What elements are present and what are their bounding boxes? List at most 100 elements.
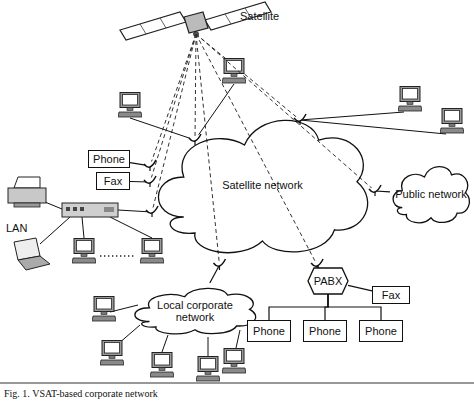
- laptop-icon: [14, 238, 50, 270]
- node-text: Satellite network: [222, 179, 303, 191]
- pabx-hexagon: PABX: [308, 268, 348, 294]
- dish-antenna: [144, 176, 156, 187]
- node-text: PABX: [314, 275, 343, 287]
- hexagon-shape: [308, 268, 348, 294]
- dish-reflector: [146, 206, 158, 213]
- figure-caption: Fig. 1. VSAT-based corporate network: [4, 388, 158, 399]
- satellite-link: [196, 34, 375, 191]
- cloud-shape: [158, 120, 367, 252]
- phone-box: Phone: [303, 320, 347, 342]
- dish-stand: [194, 141, 195, 145]
- network-cloud: Public network: [390, 160, 472, 228]
- panel-grid: [160, 18, 166, 28]
- cloud-shape: [135, 288, 256, 333]
- connector-line: [210, 265, 220, 283]
- dish-reflector: [189, 134, 201, 141]
- solar-panel: [120, 12, 186, 40]
- wire: [195, 84, 234, 140]
- fax-box: Fax: [96, 172, 130, 190]
- switch-port: [80, 207, 84, 211]
- node-text: Phone: [253, 325, 285, 337]
- dish-reflector: [369, 185, 381, 192]
- satellite-link: [150, 34, 196, 166]
- wire: [208, 337, 209, 356]
- printer-body: [8, 188, 46, 203]
- printer-icon: [8, 177, 46, 207]
- dish-reflector: [144, 176, 156, 183]
- dish-reflector: [144, 160, 156, 167]
- computer-icon: [222, 349, 246, 374]
- wire: [82, 217, 84, 238]
- panel-grid: [225, 14, 231, 24]
- satellite-link: [150, 34, 196, 182]
- fax-box: Fax: [372, 286, 410, 304]
- computer-icon: [398, 87, 422, 112]
- dish-antenna: [369, 185, 381, 196]
- node-text: Public network: [395, 188, 467, 200]
- laptop-base: [18, 256, 50, 270]
- node-text-area: PABX: [308, 268, 348, 294]
- node-text-area: Phone: [89, 151, 129, 167]
- dish-stand: [219, 266, 220, 270]
- wire: [300, 120, 446, 134]
- network-cloud: Local corporate network: [130, 283, 260, 338]
- node-text: Local corporate network: [149, 299, 241, 323]
- computer-icon: [222, 59, 246, 84]
- switch-port: [73, 207, 77, 211]
- printer-tray: [14, 203, 40, 207]
- node-text: Fax: [382, 289, 400, 301]
- node-text: Fax: [104, 175, 122, 187]
- satellite-link: [196, 34, 300, 120]
- satellite-body: [184, 12, 208, 33]
- satellite-link: [195, 34, 196, 140]
- satellite-link: [196, 34, 219, 265]
- wire: [236, 330, 240, 348]
- node-text: Phone: [365, 325, 397, 337]
- cloud-shape: [393, 167, 469, 223]
- satellite-link: [152, 34, 196, 212]
- network-cloud: Satellite network: [150, 105, 375, 265]
- lan-label: LAN: [6, 222, 27, 234]
- wire: [110, 217, 152, 238]
- node-text-area: Local corporate network: [130, 283, 260, 338]
- dish-stand: [151, 213, 152, 217]
- node-text: Phone: [93, 153, 125, 165]
- wire: [162, 335, 168, 352]
- phone-box: Phone: [247, 320, 291, 342]
- connector-line: [269, 294, 328, 320]
- switch-port: [66, 207, 70, 211]
- dish-reflector: [311, 259, 323, 266]
- satellite-link: [196, 34, 317, 265]
- dish-stand: [374, 192, 375, 196]
- computer-icon: [150, 353, 174, 378]
- printer-paper: [14, 177, 40, 188]
- switch-panel: [104, 207, 114, 212]
- node-text-area: Fax: [373, 287, 409, 303]
- node-text-area: Public network: [390, 160, 472, 228]
- computer-icon: [440, 109, 464, 134]
- frame-line: [0, 383, 474, 384]
- dish-stand: [149, 183, 150, 187]
- connector-line: [348, 285, 372, 290]
- phone-box: Phone: [88, 150, 130, 168]
- computer-icon: [140, 239, 164, 264]
- node-text: Phone: [309, 325, 341, 337]
- dish-antenna: [213, 259, 225, 270]
- node-text-area: Fax: [97, 173, 129, 189]
- node-text-area: Phone: [304, 321, 346, 341]
- computer-icon: [118, 93, 142, 118]
- computer-icon: [92, 297, 116, 322]
- dish-stand: [149, 167, 150, 171]
- dish-reflector: [294, 114, 306, 121]
- satellite-label: Satellite: [240, 10, 279, 22]
- panel-grid: [140, 24, 146, 34]
- computer-icon: [100, 341, 124, 366]
- wire: [300, 112, 404, 120]
- node-text-area: Phone: [360, 321, 402, 341]
- node-text-area: Phone: [248, 321, 290, 341]
- computer-icon: [72, 239, 96, 264]
- phone-box: Phone: [359, 320, 403, 342]
